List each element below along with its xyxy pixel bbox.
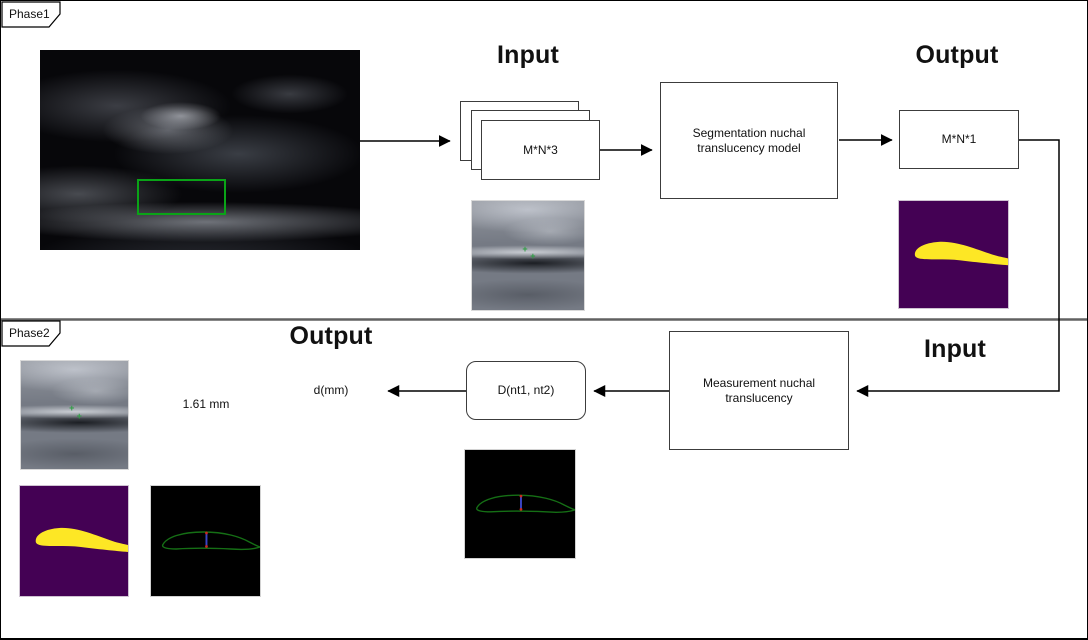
distance-output-text: d(mm) — [313, 383, 349, 397]
nt-mask-image-phase2 — [19, 485, 129, 597]
nt-mask-blob — [35, 527, 128, 552]
phase1-tab-label: Phase1 — [9, 7, 50, 21]
fetal-ultrasound-image — [40, 50, 360, 250]
nt-crop-image-phase1: + + — [471, 200, 585, 311]
measured-value-text: 1.61 mm — [182, 397, 230, 411]
phase1-output-label: Output — [915, 41, 999, 69]
roi-bounding-box — [137, 179, 226, 215]
segmentation-model-box: Segmentation nuchal translucency model — [660, 82, 838, 199]
nt-contour-image-left — [150, 485, 261, 597]
nt-crop-image-phase2: + + — [20, 360, 129, 470]
input-tensor-box: M*N*3 — [481, 120, 600, 180]
caliper-marker-icon: + — [530, 251, 536, 262]
distance-function-box: D(nt1, nt2) — [466, 361, 586, 420]
nt-contour-image-center — [464, 449, 576, 559]
input-tensor-label: M*N*3 — [523, 142, 558, 157]
caliper-marker-icon: + — [69, 403, 75, 414]
measurement-model-label: Measurement nuchal translucency — [702, 375, 816, 405]
output-tensor-box: M*N*1 — [899, 110, 1019, 169]
measurement-model-box: Measurement nuchal translucency — [669, 331, 849, 450]
phase2-input-label: Input — [923, 335, 987, 363]
phase1-input-label: Input — [496, 41, 560, 69]
caliper-marker-icon: + — [522, 243, 528, 254]
nt-contour-drawing — [476, 494, 575, 513]
nt-contour-drawing — [161, 531, 260, 551]
segmentation-model-label: Segmentation nuchal translucency model — [692, 125, 806, 155]
phase2-output-label: Output — [289, 322, 373, 350]
output-tensor-label: M*N*1 — [941, 132, 977, 146]
distance-function-label: D(nt1, nt2) — [497, 383, 555, 397]
nt-mask-blob — [914, 241, 1008, 266]
nt-mask-image-phase1 — [898, 200, 1009, 309]
caliper-marker-icon: + — [76, 410, 82, 421]
phase2-tab-label: Phase2 — [9, 326, 50, 340]
